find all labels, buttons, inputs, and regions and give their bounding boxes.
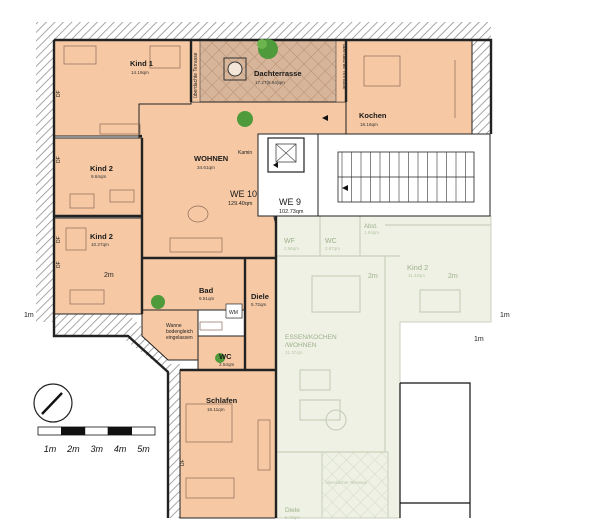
room-wc <box>197 335 246 371</box>
terrace-right-label: überdachte Terrasse <box>341 44 347 90</box>
df-label-5: DF <box>180 459 186 466</box>
walls <box>52 38 493 518</box>
scale-tick-label: 1m <box>44 444 57 454</box>
scale-segment <box>37 426 62 436</box>
room-kind2a <box>53 137 143 217</box>
ghost-essen-1: ESSEN/KOCHEN <box>285 334 337 341</box>
df-label-2: DF <box>56 156 62 163</box>
room-bad-name: Bad <box>199 286 214 295</box>
room-kind2b <box>53 217 143 315</box>
ghost-diele: Diele <box>285 507 300 514</box>
scale-segment <box>84 426 109 436</box>
ghost-essen-area: 31.37qm <box>285 350 303 355</box>
height-1m-right-label: 1m <box>500 312 510 319</box>
ghost-terrasse: überdachte Terrasse <box>326 480 367 485</box>
room-diele <box>244 257 277 371</box>
ghost-2m-b: 2m <box>448 273 458 280</box>
room-diele-area: 5.72qm <box>251 302 266 307</box>
height-2m-label: 2m <box>104 272 114 279</box>
room-kind2b-name: Kind 2 <box>90 232 113 241</box>
room-kochen-area: 18.16qm <box>360 122 378 127</box>
room-kind2a-area: 9.84qm <box>91 174 106 179</box>
room-diele-name: Diele <box>251 292 269 301</box>
terrace-table <box>223 57 247 81</box>
ghost-wc: WC <box>325 238 337 245</box>
df-label-3: DF <box>56 236 62 243</box>
kamin-label: Kamin <box>238 150 252 156</box>
we10-rooms <box>53 39 473 519</box>
room-kind2b-area: 10.27qm <box>91 242 109 247</box>
ghost-essen-2: /WOHNEN <box>285 342 317 349</box>
scale-tick-label: 3m <box>91 444 104 454</box>
plant-icon <box>151 39 278 363</box>
we9-area: 102.73qm <box>279 209 304 215</box>
room-bad-area: 9.51qm <box>199 296 214 301</box>
scale-tick-label: 2m <box>66 444 80 454</box>
room-schlafen-name: Schlafen <box>206 396 238 405</box>
room-schlafen-area: 16.11qm <box>207 407 225 412</box>
room-kind1-name: Kind 1 <box>130 59 153 68</box>
wm-label: WM <box>229 310 238 316</box>
room-wc-name: WC <box>219 352 232 361</box>
scale-bar: 1m 2m 3m 4m 5m <box>37 426 156 454</box>
ghost-abst-area: 1.64qm <box>364 230 379 235</box>
we10-area: 129.40qm <box>228 201 253 207</box>
roof-hatch <box>36 22 491 518</box>
ghost-wc-area: 2.87qm <box>325 246 340 251</box>
ghost-wf: WF <box>284 238 295 245</box>
height-1m-left-label: 1m <box>24 312 34 319</box>
ghost-kind2-area: 11.42qm <box>408 273 425 278</box>
df-label-1: DF <box>56 90 62 97</box>
height-1m-bottom-label: 1m <box>474 336 484 343</box>
stairwell <box>257 133 491 217</box>
room-kind2a-name: Kind 2 <box>90 164 113 173</box>
north-arrow-icon <box>33 383 73 423</box>
apartment-labels: WE 10 129.40qm WE 9 102.73qm <box>228 189 304 215</box>
ghost-2m-a: 2m <box>368 273 378 280</box>
ghost-wf-area: 2.56qm <box>284 246 299 251</box>
room-dachterrasse-name: Dachterrasse <box>254 69 302 78</box>
scale-segment <box>107 426 132 436</box>
ghost-kind2: Kind 2 <box>407 263 428 272</box>
room-dachterrasse-area: 17.27(8.64)qm <box>255 80 285 85</box>
we10-name: WE 10 <box>230 189 257 199</box>
room-schlafen <box>179 369 277 519</box>
wanne-label-1: Wanne <box>166 323 182 329</box>
room-bad-lower <box>141 309 199 361</box>
stair-icon <box>341 152 466 202</box>
we9-ghost-labels: WF 2.56qm WC 2.87qm Abst. 1.64qm Kind 2 … <box>284 224 458 520</box>
room-labels: Kind 1 14.19qm Dachterrasse 17.27(8.64)q… <box>24 44 510 466</box>
ghost-diele-area: 5.76qm <box>285 515 300 520</box>
scale-segment <box>61 426 86 436</box>
elevator-icon <box>267 137 305 173</box>
room-wc-area: 2.54qm <box>219 362 234 367</box>
scale-tick-label: 4m <box>114 444 127 454</box>
room-wohnen-area: 34.61qm <box>197 165 215 170</box>
we9-ghost-walls <box>276 216 491 453</box>
we9-name: WE 9 <box>279 197 301 207</box>
scale-segment <box>131 426 156 436</box>
neighbor-outline <box>399 382 471 518</box>
room-kochen-name: Kochen <box>359 111 387 120</box>
scale-tick-label: 5m <box>137 444 150 454</box>
ghost-abst: Abst. <box>364 224 378 230</box>
we9-ghost-area <box>275 215 492 519</box>
wanne-label-2: bodengleich <box>166 329 193 335</box>
df-label-4: DF <box>56 261 62 268</box>
room-kind1-area: 14.19qm <box>131 70 149 75</box>
direction-arrows <box>273 115 348 191</box>
room-wohnen-name: WOHNEN <box>194 154 228 163</box>
terrace-left-label: überdachte Terrasse <box>193 52 199 98</box>
wanne-label-3: eingelassen <box>166 335 193 341</box>
